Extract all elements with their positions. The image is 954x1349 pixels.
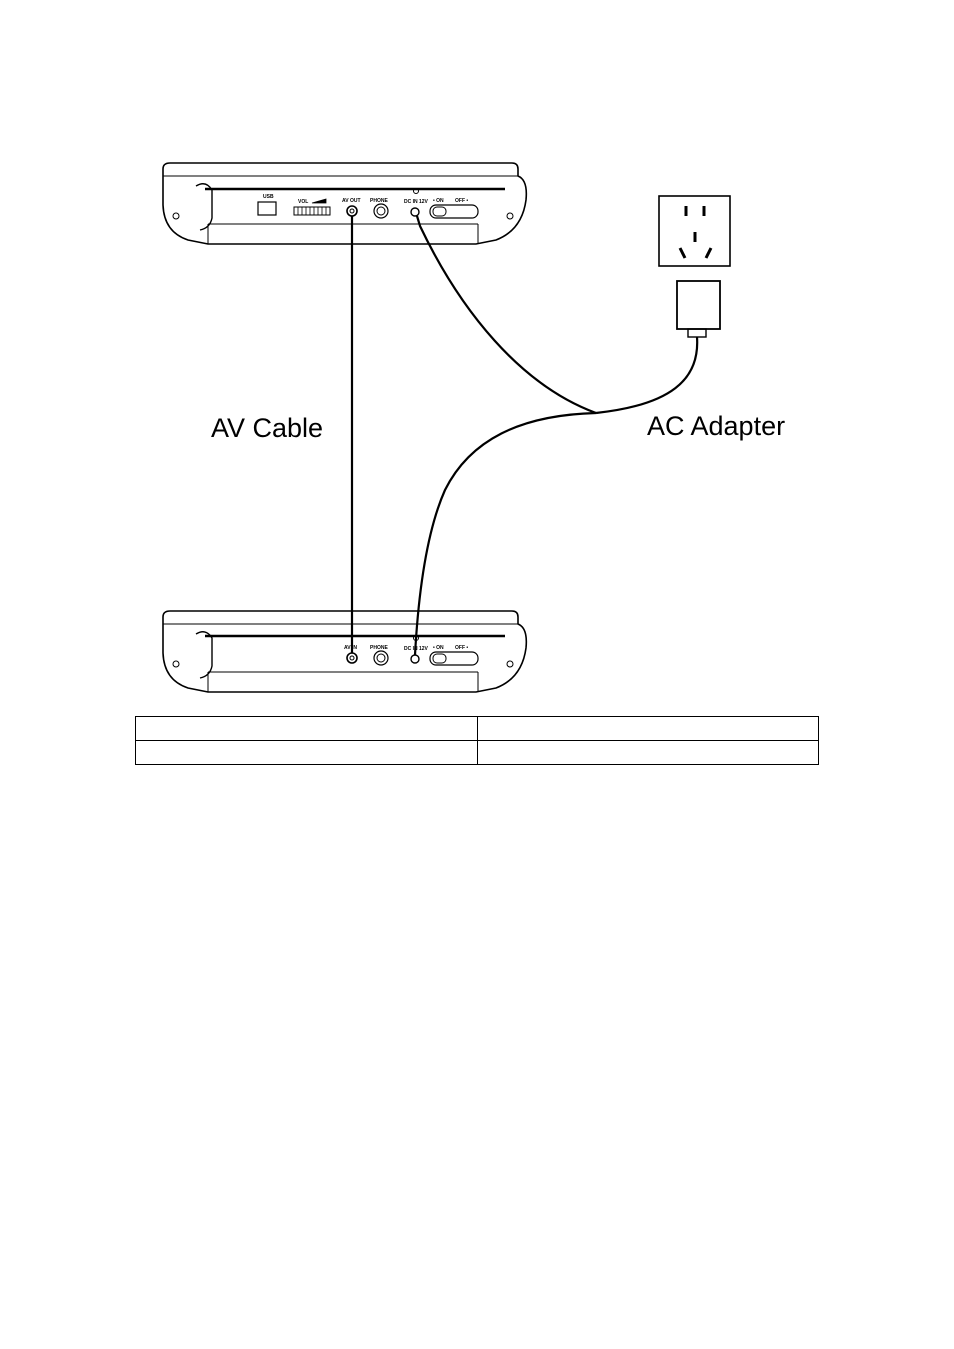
bottom-player-body: [162, 610, 528, 693]
bottom-player: [162, 610, 528, 693]
top-player: [162, 162, 528, 245]
wall-outlet-plate: [658, 195, 731, 267]
bottom-phone-label: PHONE: [370, 645, 388, 651]
top-player-text: USB VOL AV OUT PHONE DC IN 12V • ON OFF …: [263, 194, 468, 205]
top-volume-wedge: [311, 198, 327, 204]
top-on-label: • ON: [433, 198, 444, 204]
table-row: [135, 716, 819, 741]
bottom-on-label: • ON: [433, 645, 444, 651]
top-usb-label: USB: [263, 194, 274, 200]
dc-cable-top-player: [415, 215, 597, 415]
top-usb-port: [257, 201, 277, 216]
top-av-out-jack: [346, 205, 358, 217]
adapter-body: [676, 280, 721, 330]
table-cell: [476, 716, 819, 741]
top-player-body: [162, 162, 528, 245]
top-phone-jack: [373, 203, 389, 219]
dc-cable-adapter: [595, 336, 699, 415]
bottom-phone-jack: [373, 650, 389, 666]
av-cable-label: AV Cable: [211, 413, 323, 443]
top-volume-wheel: [293, 206, 331, 216]
ac-adapter-brick: [676, 280, 721, 338]
bottom-player-right-foot: [506, 660, 514, 668]
top-player-right-foot: [506, 212, 514, 220]
outlet-slot-angled-right: [704, 247, 713, 259]
adapter-strain-relief: [687, 328, 707, 338]
outlet-slot-angled-left: [678, 247, 687, 259]
bottom-player-hinge: [195, 631, 213, 679]
dc-cable-bottom-player: [413, 411, 597, 656]
top-dc-in-label: DC IN 12V: [404, 199, 429, 205]
top-player-left-foot: [172, 212, 180, 220]
bottom-av-in-jack: [346, 652, 358, 664]
ac-adapter-label: AC Adapter: [647, 411, 785, 441]
bottom-player-left-foot: [172, 660, 180, 668]
top-vol-label: VOL: [298, 199, 308, 205]
top-player-hinge: [195, 183, 213, 231]
top-power-switch: [429, 204, 479, 219]
top-off-label: OFF •: [455, 198, 468, 204]
bottom-power-switch: [429, 651, 479, 666]
top-dc-led: [413, 188, 419, 194]
table-cell: [476, 740, 819, 765]
table-row: [135, 740, 819, 765]
top-phone-label: PHONE: [370, 198, 388, 204]
bottom-dc-in-jack: [410, 654, 420, 664]
top-av-out-label: AV OUT: [342, 198, 361, 204]
cables: [350, 215, 699, 656]
table-cell: [135, 716, 478, 741]
bottom-av-in-label: AV IN: [344, 645, 357, 651]
wall-outlet: [658, 195, 731, 267]
table-cell: [135, 740, 478, 765]
caption-table: [135, 716, 819, 765]
bottom-off-label: OFF •: [455, 645, 468, 651]
top-dc-in-jack: [410, 207, 420, 217]
bottom-player-text: AV IN PHONE DC IN 12V • ON OFF •: [344, 645, 468, 652]
